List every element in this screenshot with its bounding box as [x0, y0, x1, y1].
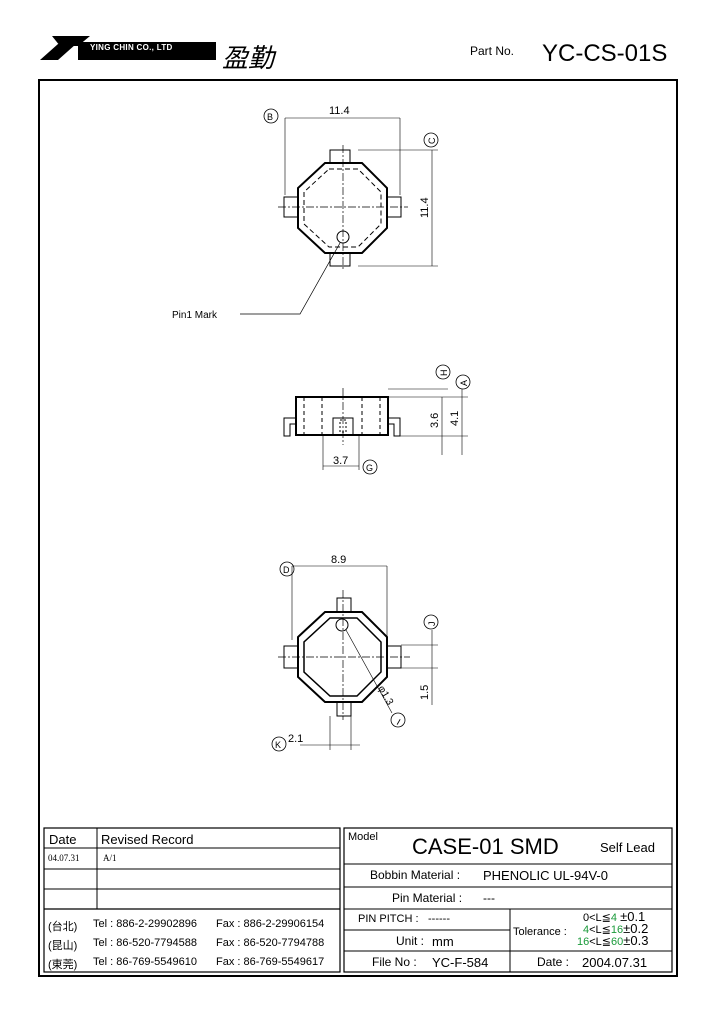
- company-name-en: YING CHIN CO., LTD: [90, 43, 173, 52]
- tol-value: ±0.1: [620, 909, 646, 924]
- tol-value: ±0.3: [623, 933, 649, 948]
- dim-bottom-k: 2.1: [288, 733, 303, 745]
- tol-lo: 4: [583, 924, 590, 936]
- tolerance-row: 4<L≦16±0.2: [583, 921, 649, 936]
- date-label: Date :: [537, 955, 570, 969]
- unit-label: Unit :: [396, 934, 425, 948]
- bobbin-material: PHENOLIC UL-94V-0: [483, 868, 608, 883]
- unit: mm: [432, 934, 454, 949]
- tolerance-label: Tolerance :: [513, 926, 567, 938]
- pin-pitch: ------: [428, 913, 450, 925]
- contact-tel: Tel : 86-769-5549610: [93, 956, 197, 968]
- dim-bottom-width: 8.9: [331, 554, 346, 566]
- contact-region: (昆山): [48, 940, 78, 952]
- label-b: B: [267, 112, 273, 122]
- contact-tel: Tel : 86-520-7794588: [93, 937, 197, 949]
- date: 2004.07.31: [582, 955, 648, 970]
- tolerance-row: 16<L≦60±0.3: [577, 933, 649, 948]
- tol-lo: 0: [583, 912, 590, 924]
- drawing-frame: [38, 79, 678, 977]
- pin1-mark-label: Pin1 Mark: [172, 310, 218, 321]
- file-no: YC-F-584: [432, 955, 489, 970]
- pin-material: ---: [483, 891, 495, 905]
- revision-record-header: Revised Record: [101, 832, 194, 847]
- contact-tel: Tel : 886-2-29902896: [93, 918, 197, 930]
- label-c: C: [427, 137, 437, 144]
- tol-lo: 16: [577, 936, 590, 948]
- file-no-label: File No :: [372, 955, 417, 969]
- lead-type: Self Lead: [600, 840, 655, 855]
- contact-fax: Fax : 886-2-29906154: [216, 918, 325, 930]
- dim-top-width: 11.4: [329, 105, 350, 117]
- label-g: G: [366, 463, 373, 473]
- side-view: [283, 364, 471, 475]
- dim-bottom-j: 1.5: [419, 685, 431, 700]
- company-logo-icon: [40, 36, 216, 60]
- bobbin-material-label: Bobbin Material :: [370, 868, 461, 882]
- revision-date-header: Date: [49, 832, 77, 847]
- label-k: K: [275, 740, 281, 750]
- label-d: D: [283, 565, 290, 575]
- label-h: H: [439, 370, 449, 377]
- technical-drawing: 11.4 11.4 B C Pin1 Mark 3.6 4.1 3.7 H A …: [172, 105, 471, 752]
- pin-pitch-label: PIN PITCH :: [358, 913, 419, 925]
- dim-side-a: 4.1: [449, 411, 461, 426]
- revision-row-record: A/1: [103, 853, 117, 863]
- contact-region: (東莞): [48, 959, 78, 971]
- dim-side-h: 3.6: [429, 413, 441, 428]
- dim-side-g: 3.7: [333, 455, 348, 467]
- tol-mid: <L≦: [589, 936, 612, 948]
- dim-top-height: 11.4: [419, 197, 431, 218]
- tol-hi: 16: [610, 924, 624, 936]
- tol-value: ±0.2: [623, 921, 649, 936]
- label-i: I: [395, 717, 402, 727]
- tolerance-row: 0<L≦4 ±0.1: [583, 909, 646, 924]
- contact-fax: Fax : 86-769-5549617: [216, 956, 325, 968]
- bottom-view: [271, 561, 439, 752]
- top-view: [240, 108, 439, 315]
- model-name: CASE-01 SMD: [412, 834, 559, 859]
- tol-mid: <L≦: [589, 924, 611, 936]
- label-a: A: [459, 380, 469, 386]
- tol-mid: <L≦: [589, 912, 611, 924]
- part-number: YC-CS-01S: [542, 40, 668, 67]
- pin-material-label: Pin Material :: [392, 891, 463, 905]
- contact-fax: Fax : 86-520-7794788: [216, 937, 325, 949]
- model-label: Model: [348, 831, 378, 843]
- part-no-label: Part No.: [470, 44, 515, 58]
- title-block-header: YING CHIN CO., LTD 盈勤 Part No. YC-CS-01S: [0, 0, 720, 80]
- contact-region: (台北): [48, 921, 78, 933]
- revision-row-date: 04.07.31: [48, 853, 80, 863]
- tol-hi: 4: [610, 912, 618, 924]
- tol-hi: 60: [611, 936, 624, 948]
- company-name-cn: 盈勤: [222, 44, 275, 74]
- label-j: J: [427, 622, 437, 627]
